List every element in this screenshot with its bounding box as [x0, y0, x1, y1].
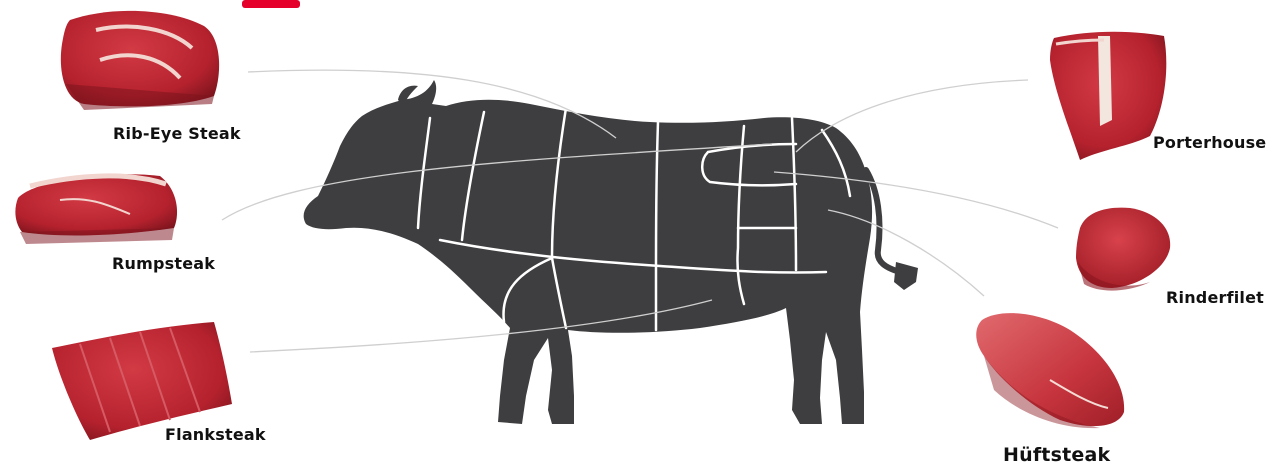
label-rib-eye-steak: Rib-Eye Steak [113, 124, 241, 143]
rinderfilet-image [1076, 208, 1170, 291]
title-accent [242, 0, 300, 8]
flanksteak-image [52, 322, 232, 440]
porterhouse-image [1050, 32, 1166, 160]
label-rumpsteak: Rumpsteak [112, 254, 215, 273]
hueftsteak-image [976, 313, 1124, 428]
label-rinderfilet: Rinderfilet [1166, 288, 1264, 307]
label-hueftsteak: Hüftsteak [1003, 444, 1110, 466]
rib-eye-steak-image [61, 11, 219, 110]
label-flanksteak: Flanksteak [165, 425, 266, 444]
cow-silhouette [304, 80, 918, 424]
rumpsteak-image [15, 174, 177, 244]
label-porterhouse: Porterhouse [1153, 133, 1266, 152]
